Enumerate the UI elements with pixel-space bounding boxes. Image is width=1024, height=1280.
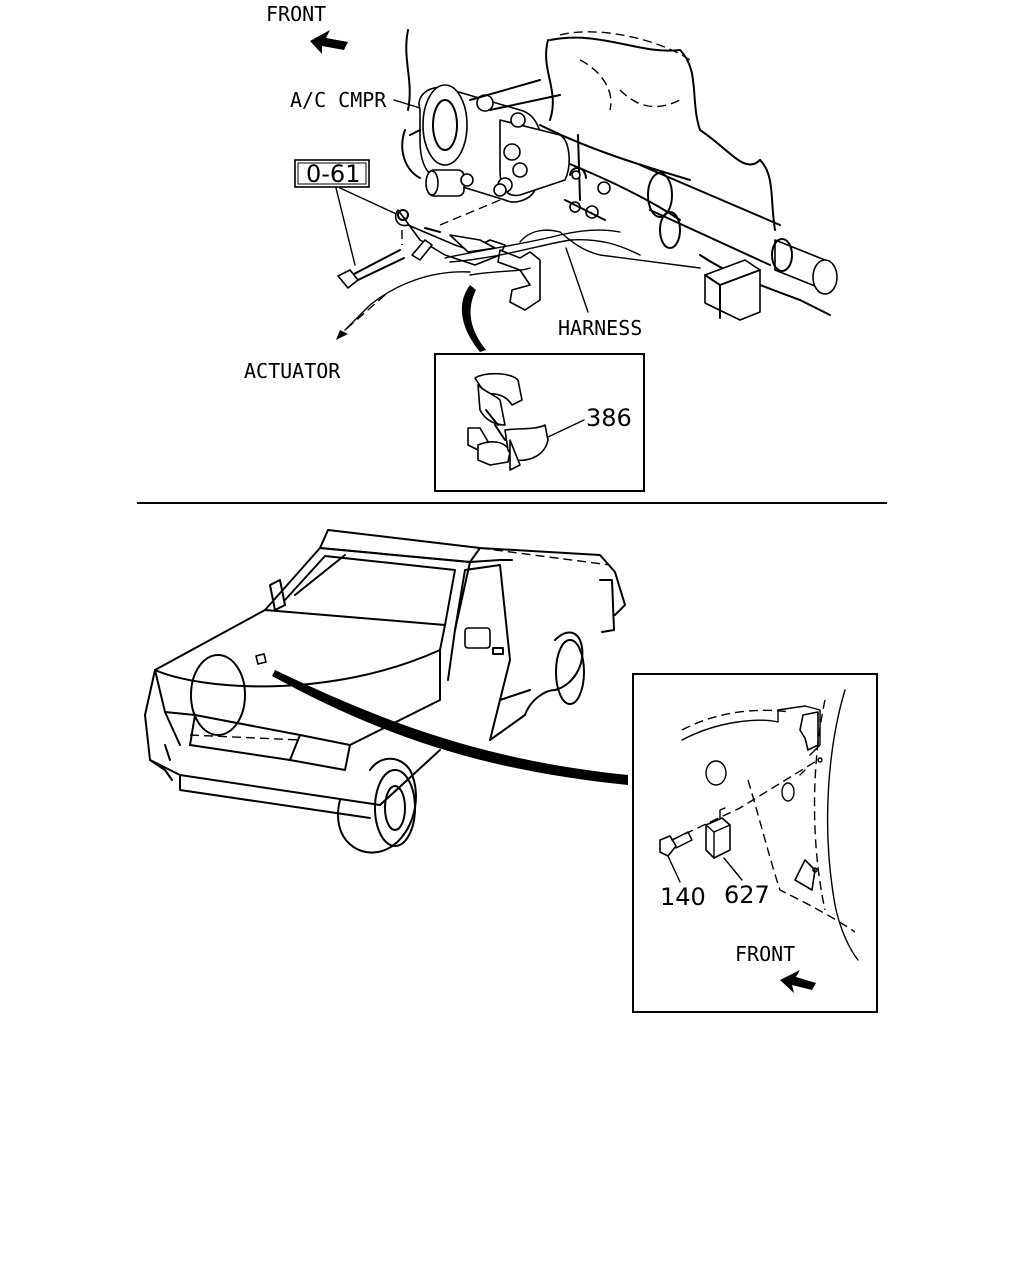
detail-callout-arrow-2 bbox=[272, 670, 628, 785]
detail-front-label: FRONT bbox=[735, 942, 795, 966]
ref-leader-bolt bbox=[335, 187, 356, 266]
hood-latch bbox=[255, 653, 267, 665]
ac-compressor-leader bbox=[393, 99, 421, 109]
part-627-leader bbox=[723, 857, 743, 881]
sensor-module-icon bbox=[705, 807, 731, 859]
harness-leader bbox=[565, 247, 589, 313]
ac-compressor bbox=[401, 79, 570, 203]
front-arrow-icon bbox=[780, 970, 816, 993]
compressor-bracket bbox=[564, 134, 611, 221]
bolt-140-icon bbox=[659, 831, 693, 857]
actuator-label: ACTUATOR bbox=[244, 359, 341, 383]
ac-compressor-label: A/C CMPR bbox=[290, 88, 387, 112]
detail-box-386: 386 bbox=[434, 353, 645, 492]
shaft-cylinder bbox=[704, 238, 838, 321]
engine-block-outline bbox=[405, 29, 831, 316]
part-386-leader bbox=[547, 419, 585, 438]
actuator-cable bbox=[336, 271, 471, 340]
ref-box-label: 0-61 bbox=[306, 160, 360, 188]
detail-box-sensor: 140 627 FRONT bbox=[632, 673, 878, 1013]
harness-label: HARNESS bbox=[558, 316, 642, 340]
ref-leader-bracket bbox=[339, 187, 406, 219]
harness-cable bbox=[444, 229, 701, 276]
part-number-386: 386 bbox=[586, 404, 632, 432]
part-number-140: 140 bbox=[660, 883, 706, 911]
part-number-627: 627 bbox=[724, 881, 770, 909]
top-diagram: FRONT bbox=[244, 2, 838, 492]
harness-clip-icon bbox=[467, 372, 549, 471]
front-arrow-icon bbox=[310, 30, 348, 54]
front-label: FRONT bbox=[266, 2, 326, 26]
detail-callout-arrow bbox=[461, 285, 486, 352]
pickup-truck bbox=[144, 529, 626, 854]
bottom-diagram: 140 627 FRONT bbox=[144, 529, 878, 1013]
bolt bbox=[337, 249, 405, 289]
ref-box-0-61: 0-61 bbox=[294, 159, 370, 188]
part-140-leader bbox=[667, 855, 681, 883]
